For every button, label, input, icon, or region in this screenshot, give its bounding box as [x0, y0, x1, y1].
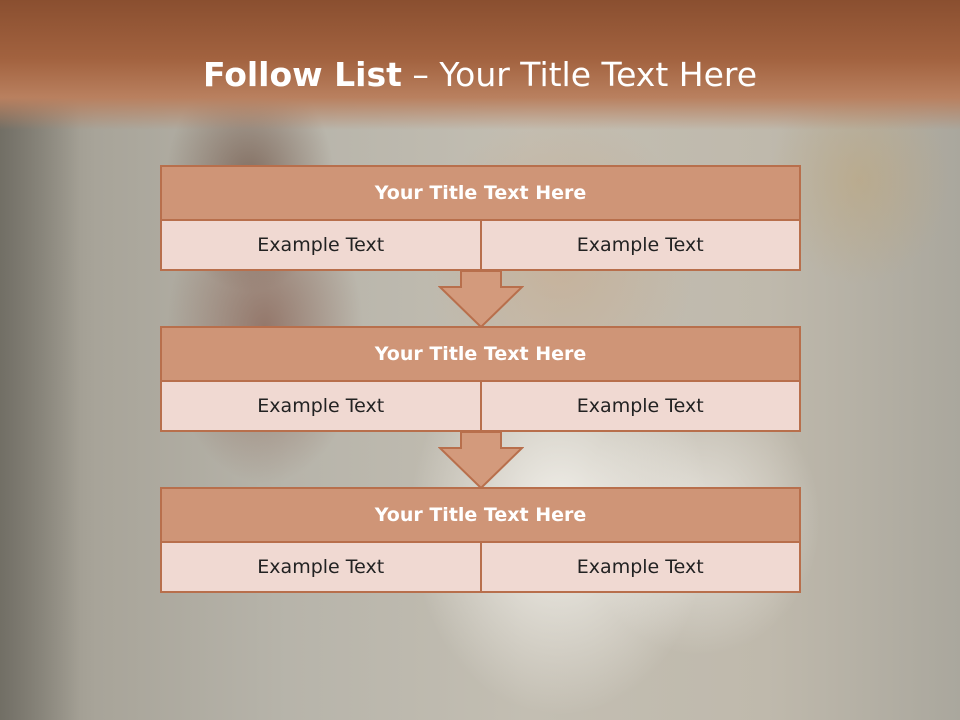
block-cell-right: Example Text [481, 382, 801, 432]
down-arrow-icon [438, 432, 524, 490]
follow-block-1: Your Title Text Here Example Text Exampl… [160, 165, 801, 271]
block-title: Your Title Text Here [160, 326, 801, 382]
block-cell-right: Example Text [481, 221, 801, 271]
block-cell-right: Example Text [481, 543, 801, 593]
slide-title-rest: – Your Title Text Here [401, 55, 758, 94]
block-title: Your Title Text Here [160, 487, 801, 543]
block-row: Example Text Example Text [160, 382, 801, 432]
slide-title-bold: Follow List [202, 55, 402, 94]
down-arrow-icon [438, 271, 524, 329]
slide-title: Follow List – Your Title Text Here [0, 52, 960, 98]
block-cell-left: Example Text [160, 382, 482, 432]
block-cell-left: Example Text [160, 543, 482, 593]
block-title: Your Title Text Here [160, 165, 801, 221]
block-row: Example Text Example Text [160, 543, 801, 593]
block-row: Example Text Example Text [160, 221, 801, 271]
header-band [0, 0, 960, 130]
follow-block-2: Your Title Text Here Example Text Exampl… [160, 326, 801, 432]
follow-block-3: Your Title Text Here Example Text Exampl… [160, 487, 801, 593]
block-cell-left: Example Text [160, 221, 482, 271]
